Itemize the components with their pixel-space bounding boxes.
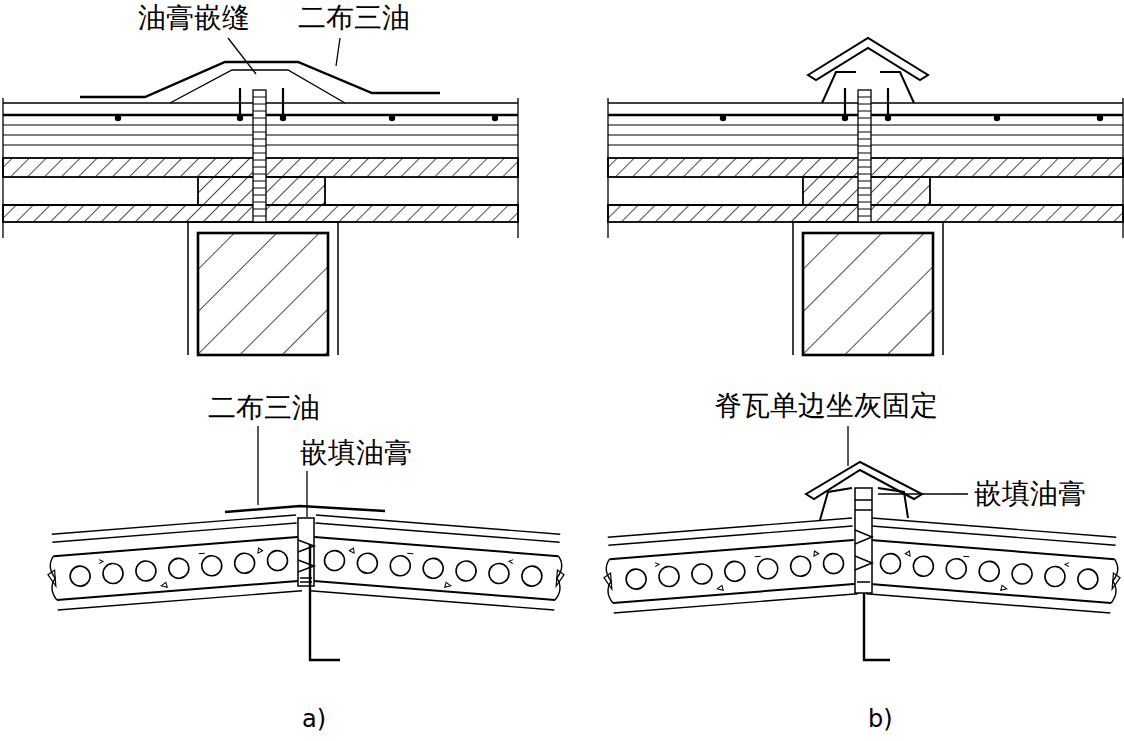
part-label: 二布三油	[296, 2, 412, 34]
hollow-slab	[866, 518, 1123, 614]
ridge-tile	[820, 488, 852, 520]
leader-line	[228, 38, 256, 74]
leader-line	[228, 38, 340, 74]
part-label: 脊瓦单边坐灰固定	[712, 390, 940, 422]
hollow-slab	[45, 515, 302, 611]
membrane-cover	[225, 506, 385, 512]
leader-line	[306, 471, 307, 517]
leader-line	[878, 493, 968, 494]
ridge-tile	[878, 488, 908, 518]
ridge-tile	[806, 462, 922, 520]
ridge-tile	[880, 72, 914, 103]
joint-filler	[310, 545, 340, 660]
leader-line	[336, 38, 340, 66]
figure-caption: b)	[866, 706, 895, 734]
hollow-slab	[45, 515, 302, 611]
joint-filler	[864, 593, 890, 660]
ridge-tile	[808, 38, 928, 80]
leader-line	[847, 426, 848, 466]
joint-filler	[855, 488, 890, 660]
hollow-slab	[601, 518, 858, 614]
joint-filler	[298, 518, 314, 586]
hollow-slab	[310, 515, 567, 611]
joint-filler	[298, 540, 314, 582]
slab-section	[608, 88, 1123, 355]
hollow-slab	[866, 518, 1123, 614]
ridge-tile	[822, 72, 856, 103]
figure-caption: a)	[300, 706, 328, 734]
part-label: 嵌填油膏	[298, 437, 414, 469]
joint-filler	[855, 500, 872, 582]
part-label: 油膏嵌缝	[136, 2, 252, 34]
joint-filler	[855, 488, 872, 593]
membrane-cover	[225, 506, 385, 512]
part-label: 嵌填油膏	[972, 478, 1088, 510]
ridge-tile	[808, 38, 928, 103]
membrane-cover	[80, 62, 440, 97]
hollow-slab	[601, 518, 858, 614]
leader-line	[848, 426, 968, 494]
membrane-cover	[80, 62, 440, 103]
joint-filler	[298, 518, 340, 660]
slab-section	[3, 88, 518, 355]
leader-line	[257, 426, 258, 505]
part-label: 二布三油	[206, 392, 322, 424]
hollow-slab	[310, 515, 567, 611]
membrane-cover	[170, 70, 345, 103]
